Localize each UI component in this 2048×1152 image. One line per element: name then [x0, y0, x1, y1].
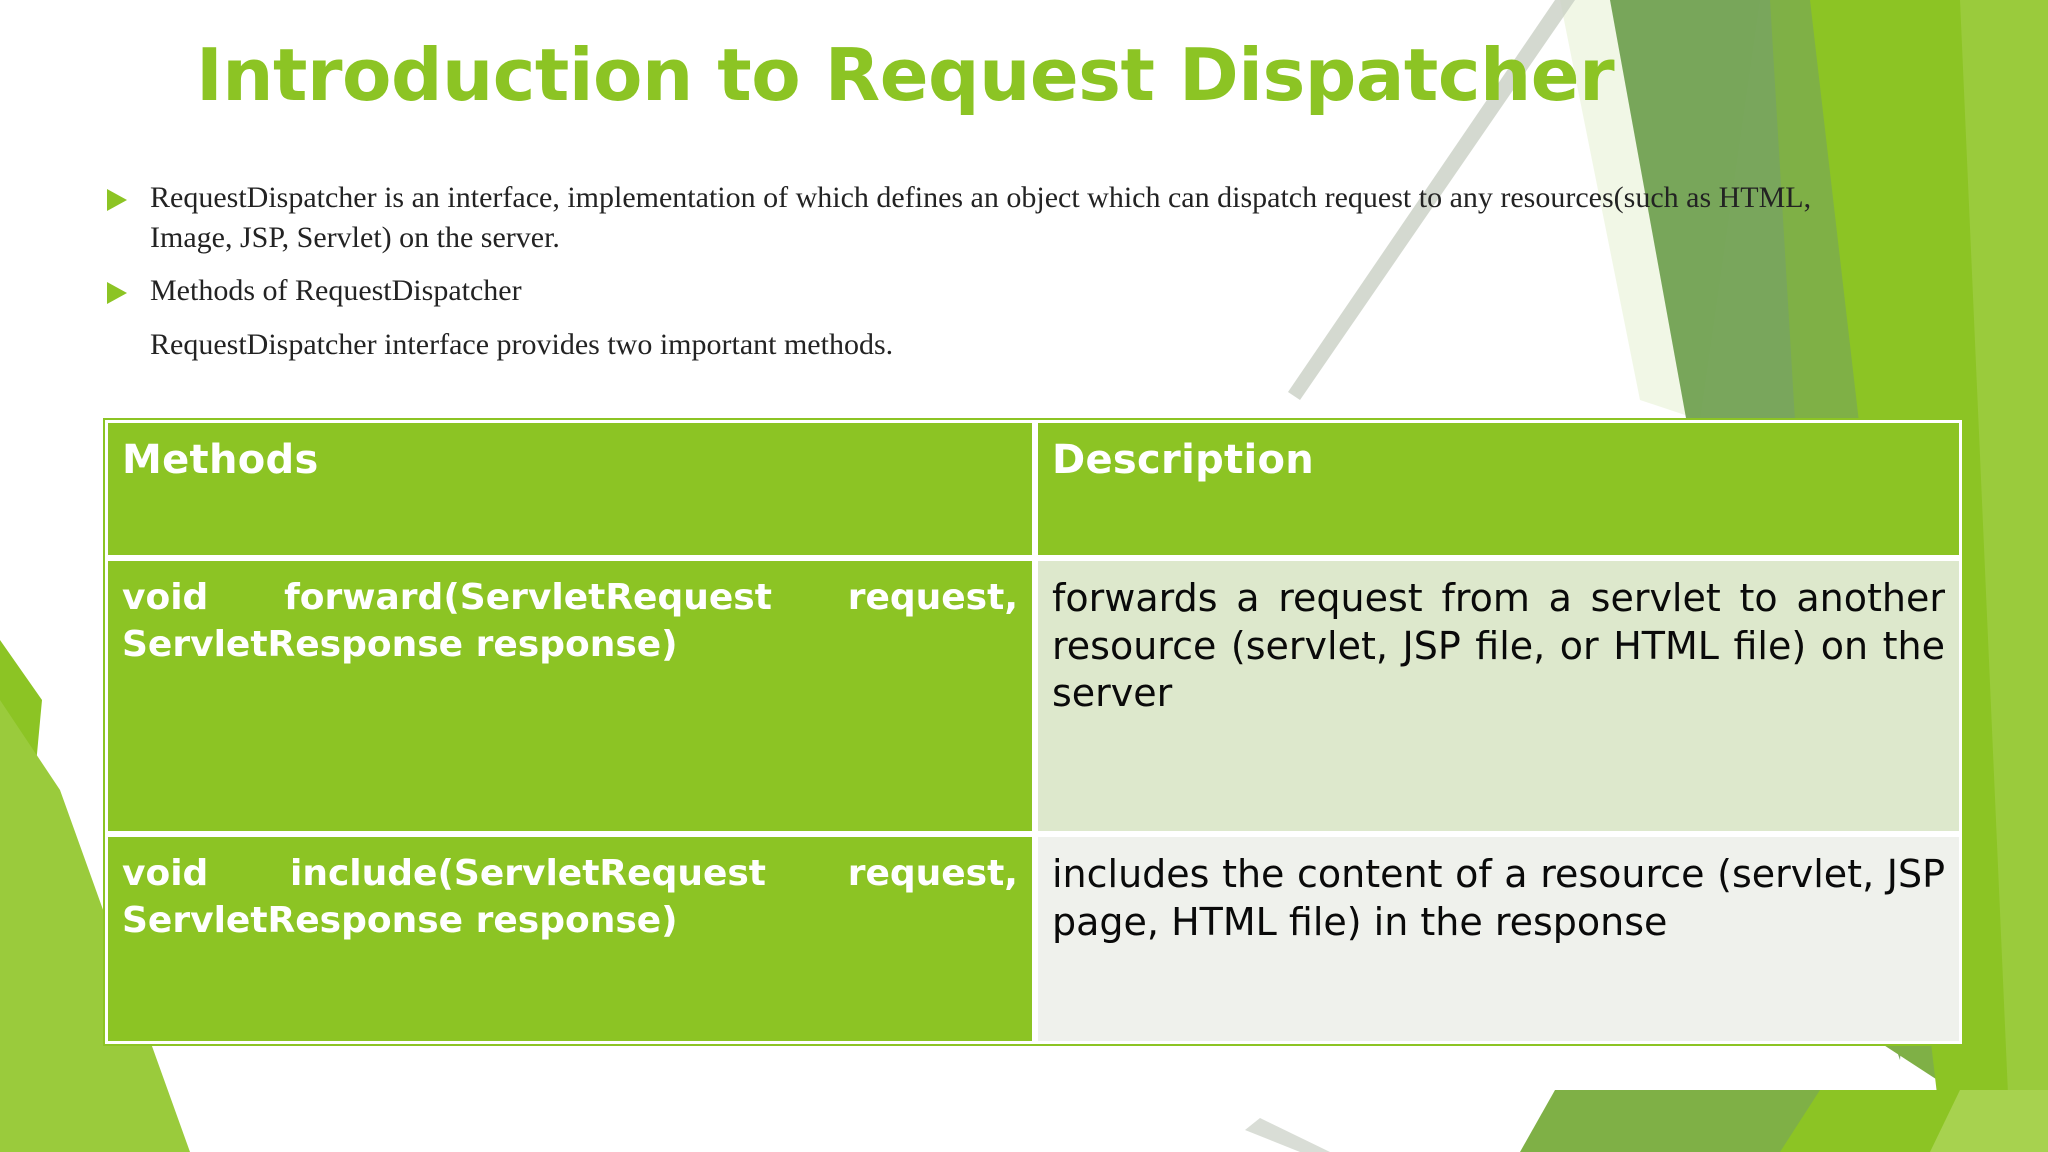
bottom-right-bright-wedge	[1780, 1090, 2048, 1152]
cell-method-signature: void forward(ServletRequest request, Ser…	[105, 558, 1035, 834]
cell-method-signature: void include(ServletRequest request, Ser…	[105, 834, 1035, 1044]
column-header-description: Description	[1035, 420, 1962, 558]
bottom-right-shape-group	[1245, 1090, 2048, 1152]
column-header-methods: Methods	[105, 420, 1035, 558]
list-item-label: RequestDispatcher is an interface, imple…	[150, 181, 1812, 254]
supporting-text: RequestDispatcher interface provides two…	[150, 327, 894, 361]
triangle-right-bullet-icon	[104, 178, 150, 213]
bottom-right-mid-wedge	[1520, 1090, 2048, 1152]
list-item: RequestDispatcher is an interface, imple…	[104, 178, 1824, 257]
top-right-light-wedge	[1960, 0, 2048, 1152]
cell-method-description: forwards a request from a servlet to ano…	[1035, 558, 1962, 834]
list-item: Methods of RequestDispatcher	[104, 271, 1824, 311]
left-edge-stripe	[0, 640, 42, 1152]
triangle-right-bullet-icon	[104, 271, 150, 306]
cell-method-description: includes the content of a resource (serv…	[1035, 834, 1962, 1044]
body-content: RequestDispatcher is an interface, imple…	[104, 178, 1824, 364]
bottom-right-hairline	[1245, 1118, 1330, 1152]
table-row: void include(ServletRequest request, Ser…	[105, 834, 1962, 1044]
table-row: void forward(ServletRequest request, Ser…	[105, 558, 1962, 834]
page-title: Introduction to Request Dispatcher	[196, 33, 1615, 117]
list-item-label: Methods of RequestDispatcher	[150, 274, 522, 308]
bottom-right-pale-wedge	[1930, 1090, 2048, 1152]
methods-table: Methods Description void forward(Servlet…	[103, 418, 1964, 1046]
table-header-row: Methods Description	[105, 420, 1962, 558]
